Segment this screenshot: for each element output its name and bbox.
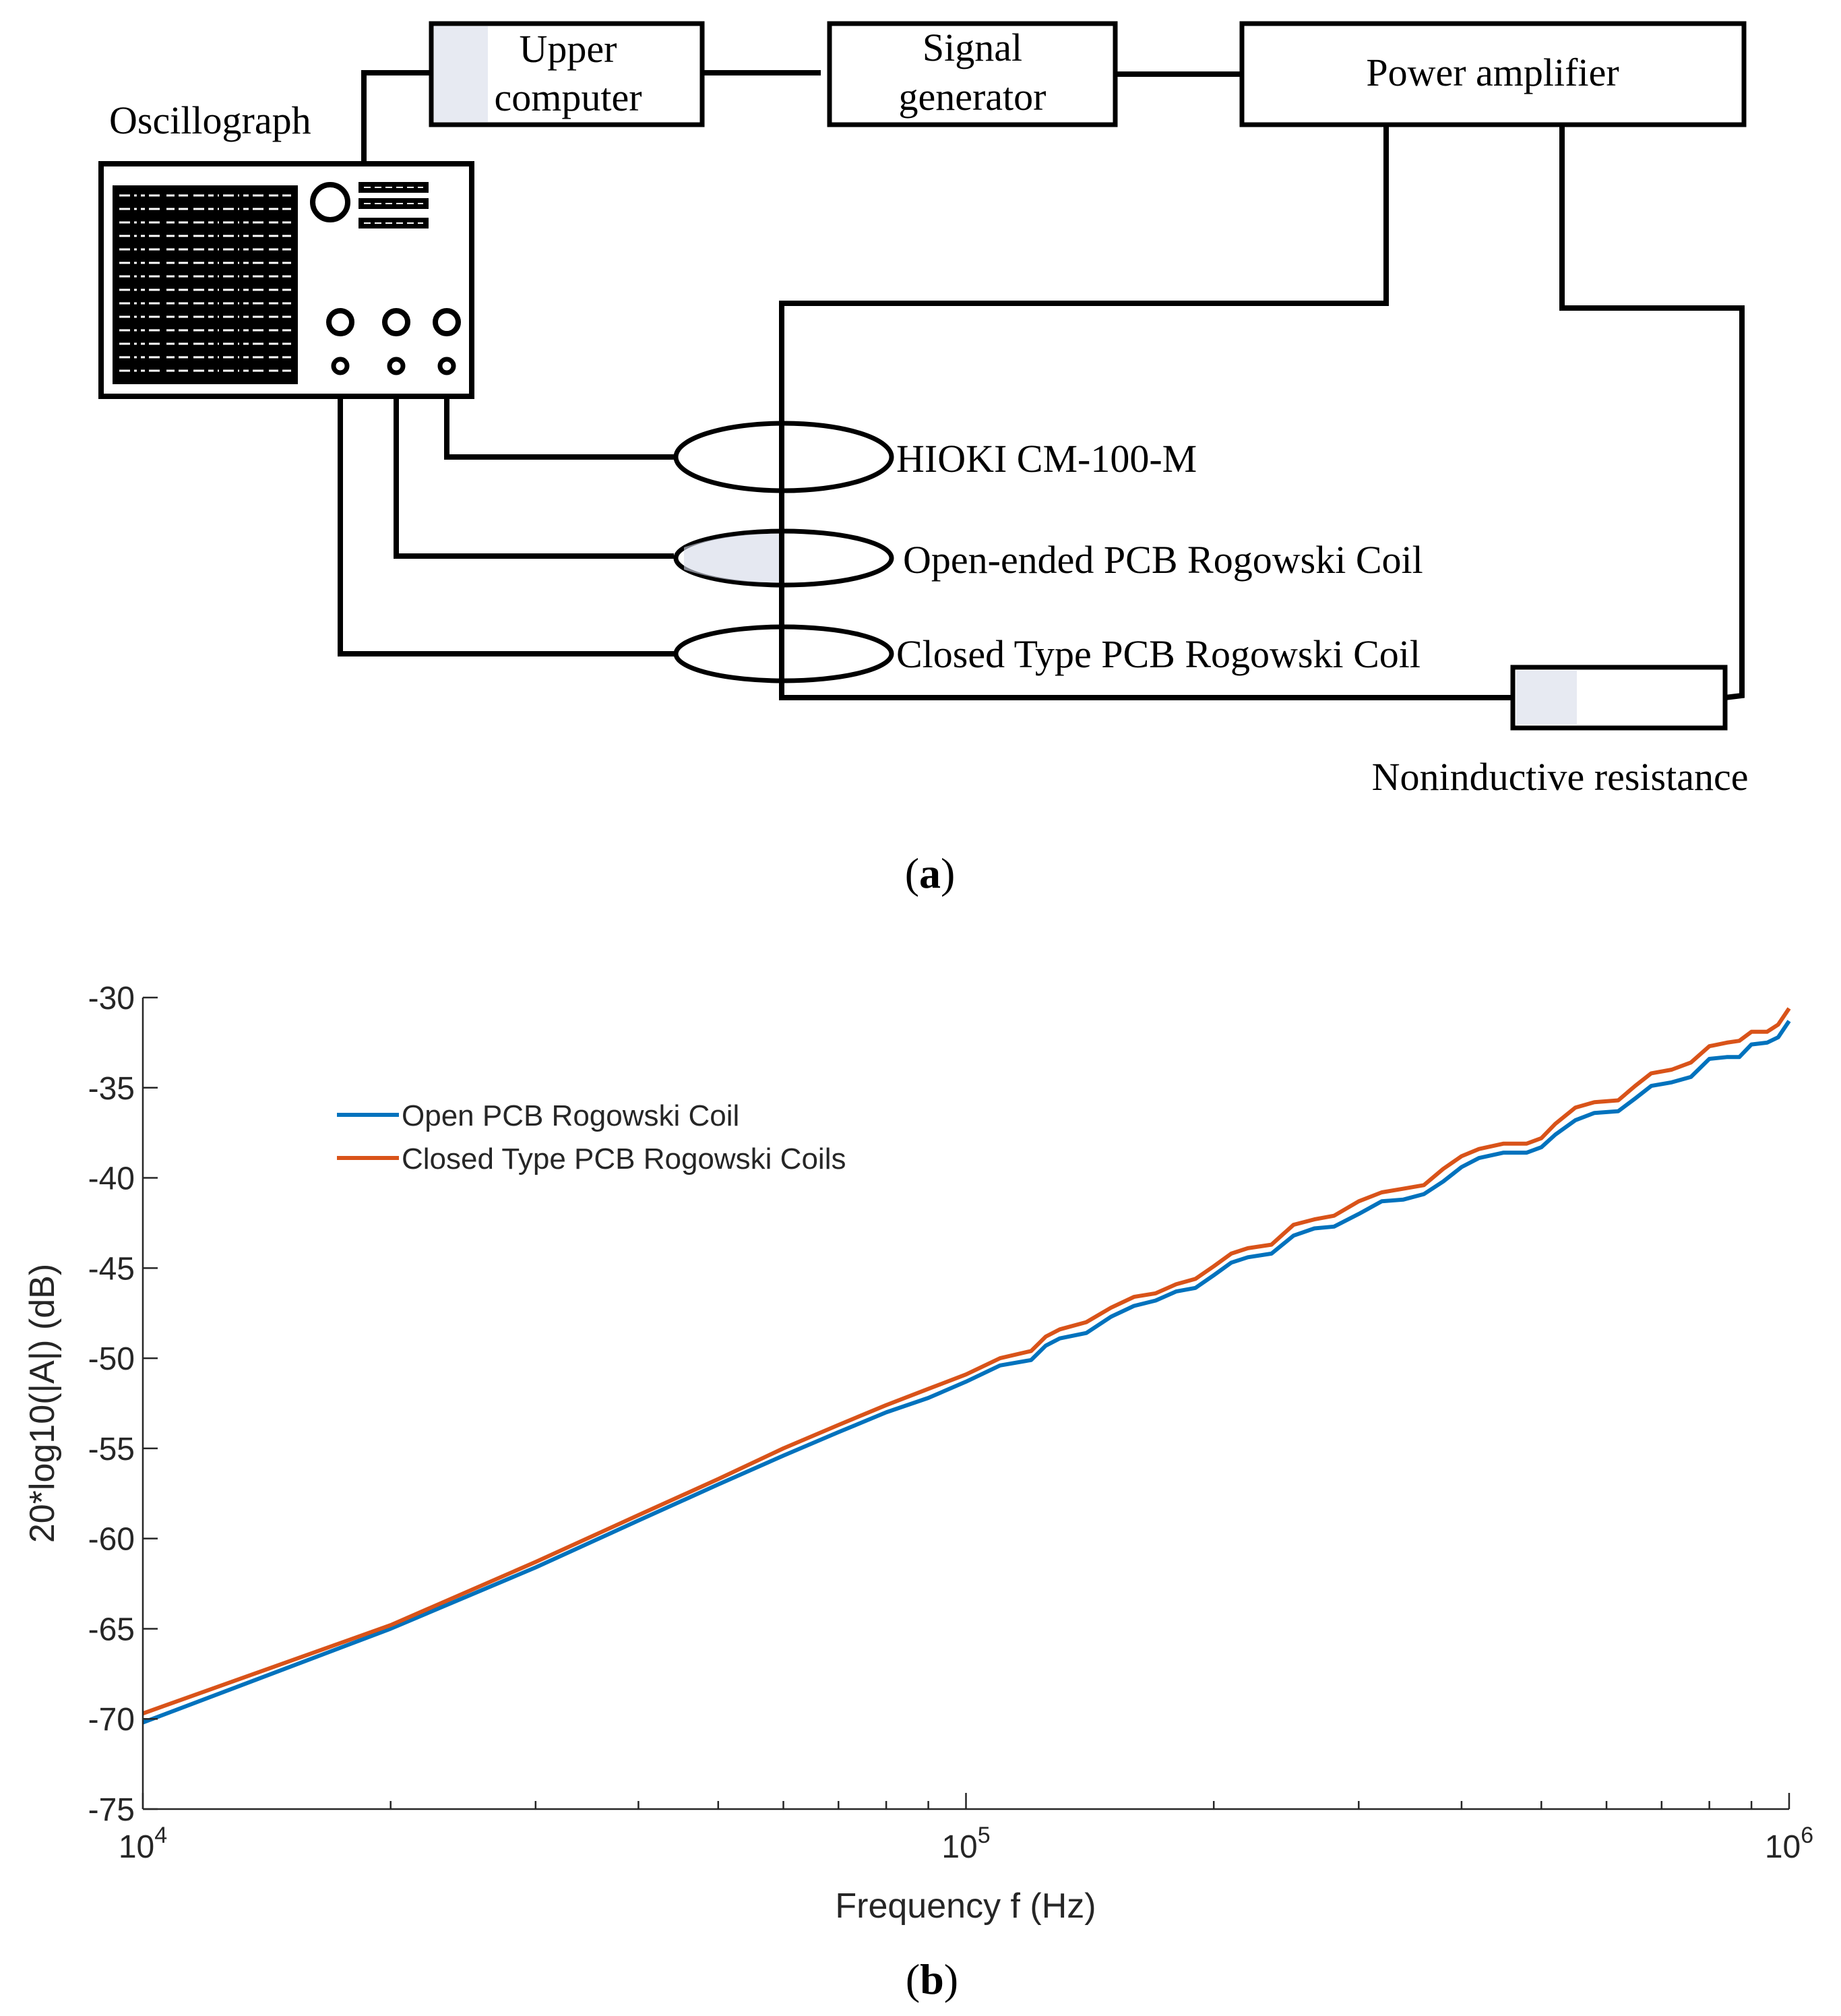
series-line-closed	[142, 1007, 1791, 1716]
coil-closed-label: Closed Type PCB Rogowski Coil	[896, 632, 1421, 676]
oscillograph-input-jack-1-icon	[331, 357, 350, 375]
wire-probe-open-ended	[394, 366, 674, 559]
y-tick-label: -40	[88, 1161, 135, 1197]
legend-label-closed: Closed Type PCB Rogowski Coils	[402, 1142, 846, 1175]
noninductive-resistor-label: Noninductive resistance	[1372, 755, 1749, 799]
panel-label-b: (b)	[906, 1955, 958, 2003]
upper-computer-label-line1: Upper	[520, 27, 617, 71]
y-axis-label: 20*log10(|A|) (dB)	[23, 1264, 62, 1543]
wire-primary-conductor	[779, 125, 1513, 700]
noninductive-resistor: Noninductive resistance	[1372, 665, 1749, 799]
y-tick-label: -70	[88, 1702, 135, 1738]
wiring	[338, 70, 1745, 700]
y-tick-label: -65	[88, 1612, 135, 1647]
oscillograph-input-jack-3-icon	[437, 357, 456, 375]
signal-generator-label-line2: generator	[899, 75, 1047, 119]
setup-diagram: Upper computer Signal generator Power am…	[98, 21, 1749, 897]
x-tick-label: 106	[1765, 1823, 1813, 1865]
wire-probe-hioki	[444, 366, 674, 460]
wire-oscillograph-to-upper-computer	[361, 70, 431, 164]
coil-open-ended: Open-ended PCB Rogowski Coil	[673, 528, 1423, 588]
oscillograph-input-jack-2-icon	[387, 357, 406, 375]
oscillograph-device	[98, 161, 474, 399]
y-axis-ticks: -30 -35 -40 -45 -50 -55 -60 -65 -70 -75	[88, 981, 158, 1828]
coil-open-ended-label: Open-ended PCB Rogowski Coil	[903, 538, 1423, 582]
upper-computer-label-line2: computer	[494, 75, 642, 119]
signal-generator-box: Signal generator	[827, 21, 1118, 127]
chart-series-layer	[142, 1007, 1791, 1725]
power-amplifier-box: Power amplifier	[1239, 21, 1747, 127]
power-amplifier-label: Power amplifier	[1366, 51, 1619, 94]
oscillograph-screen-grid	[119, 192, 291, 379]
series-line-open	[142, 1020, 1791, 1725]
oscillograph-knob-icon	[310, 182, 350, 222]
plot-area	[143, 998, 1789, 1809]
x-axis-ticks: 104 105 106	[119, 1793, 1813, 1865]
y-tick-label: -50	[88, 1341, 135, 1377]
y-tick-label: -30	[88, 981, 135, 1016]
upper-computer-box: Upper computer	[429, 21, 705, 127]
oscillograph-channel-knob-3-icon	[433, 308, 461, 336]
oscillograph-button-bars	[358, 182, 429, 228]
legend-label-open: Open PCB Rogowski Coil	[402, 1099, 739, 1132]
coil-hioki-label: HIOKI CM-100-M	[896, 437, 1197, 481]
x-axis-label: Frequency f (Hz)	[835, 1887, 1096, 1926]
y-tick-label: -55	[88, 1432, 135, 1467]
oscillograph-channel-knob-1-icon	[326, 308, 354, 336]
x-tick-label: 104	[119, 1823, 167, 1865]
chart-legend: Open PCB Rogowski Coil Closed Type PCB R…	[337, 1099, 846, 1175]
signal-generator-label-line1: Signal	[923, 26, 1022, 69]
y-tick-label: -45	[88, 1251, 135, 1287]
oscillograph-channel-knob-2-icon	[382, 308, 410, 336]
y-tick-label: -60	[88, 1522, 135, 1558]
frequency-response-chart: -30 -35 -40 -45 -50 -55 -60 -65 -70 -75 104 105 106…	[23, 981, 1813, 2003]
y-tick-label: -35	[88, 1071, 135, 1107]
coil-closed: Closed Type PCB Rogowski Coil	[673, 624, 1421, 683]
wire-return-conductor	[1559, 125, 1745, 700]
y-tick-label: -75	[88, 1792, 135, 1828]
oscillograph-label: Oscillograph	[109, 98, 311, 142]
wire-probe-closed	[338, 366, 674, 656]
coil-hioki: HIOKI CM-100-M	[673, 421, 1197, 493]
panel-label-a: (a)	[905, 849, 956, 897]
x-tick-label: 105	[941, 1823, 990, 1865]
